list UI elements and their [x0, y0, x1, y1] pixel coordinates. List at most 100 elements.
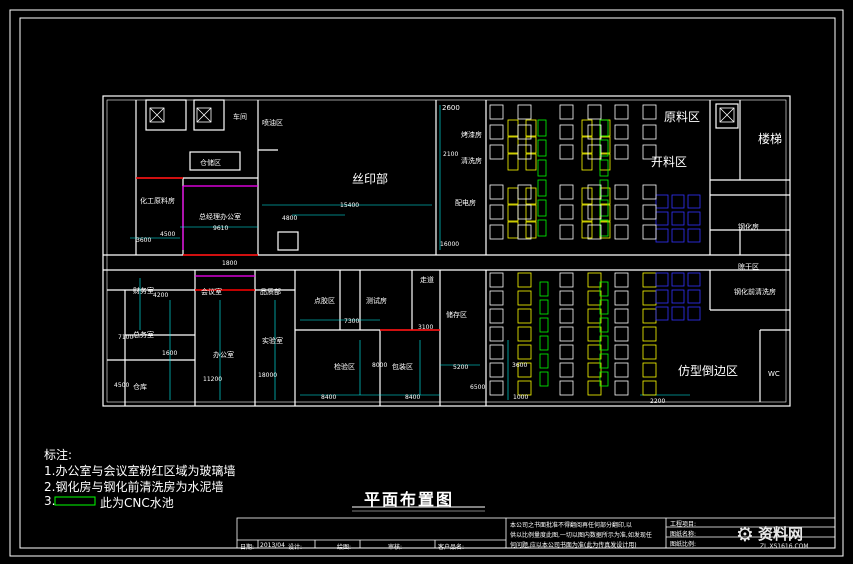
blue-box — [671, 306, 685, 321]
machine-box — [587, 124, 602, 140]
title-block — [236, 517, 836, 549]
machine-box — [614, 184, 629, 200]
machine-box — [587, 380, 602, 396]
machine-box — [642, 308, 657, 324]
machine-box — [517, 144, 532, 160]
machine-box — [614, 362, 629, 378]
cnc-box — [599, 119, 609, 137]
machine-box — [599, 136, 611, 154]
cnc-box — [599, 299, 609, 315]
building-walls — [102, 95, 791, 407]
machine-box — [587, 144, 602, 160]
machine-box — [642, 144, 657, 160]
label-electric: 配电房 — [455, 199, 476, 207]
red-partitions — [136, 177, 440, 331]
machine-box — [614, 124, 629, 140]
machine-box — [517, 272, 532, 288]
machine-box — [587, 326, 602, 342]
machine-box — [489, 308, 504, 324]
machine-box — [559, 326, 574, 342]
label-finance: 财务室 — [133, 287, 154, 295]
label-pack: 包装区 — [392, 363, 413, 371]
cnc-box — [599, 317, 609, 333]
outer-frame — [9, 9, 844, 557]
label-workshop: 车间 — [233, 113, 247, 121]
label-stairs: 楼梯 — [758, 132, 783, 146]
cnc-box — [599, 353, 609, 369]
machine-box — [587, 362, 602, 378]
machine-box — [507, 221, 519, 239]
machine-box — [559, 290, 574, 306]
label-pre-temper-wash: 钢化前清洗房 — [734, 288, 776, 296]
blue-box — [671, 289, 685, 304]
dim-18000: 18000 — [258, 372, 278, 379]
machine-box — [559, 184, 574, 200]
tb-review-label: 审核: — [388, 544, 403, 551]
machine-box — [489, 224, 504, 240]
machine-box — [489, 380, 504, 396]
machine-box — [614, 380, 629, 396]
notes-item-3-prefix: 3. — [44, 494, 56, 508]
blue-grid — [655, 194, 701, 321]
machine-box — [517, 104, 532, 120]
cnc-grid — [537, 119, 609, 387]
machine-box — [489, 290, 504, 306]
machine-box — [642, 326, 657, 342]
machine-box — [489, 124, 504, 140]
label-glue: 点胶区 — [314, 297, 335, 305]
label-test: 测试房 — [366, 297, 387, 305]
machine-box — [559, 380, 574, 396]
tb-draw-label: 绘图: — [337, 544, 352, 551]
equipment-markers — [149, 107, 735, 123]
machine-box — [581, 221, 593, 239]
tb-disclaimer-2: 供以比例量度此图,一切以图内数据所示为准,如发现任 — [510, 532, 652, 539]
cnc-box — [539, 335, 549, 351]
cnc-box — [537, 159, 547, 177]
cnc-box — [537, 119, 547, 137]
blue-box — [655, 211, 669, 226]
machine-box — [489, 362, 504, 378]
cnc-box — [539, 299, 549, 315]
dim-5200: 5200 — [453, 364, 469, 371]
machine-box — [507, 136, 519, 154]
machine-box — [642, 272, 657, 288]
dim-15400: 15400 — [340, 202, 360, 209]
cnc-box — [539, 353, 549, 369]
machine-box — [614, 224, 629, 240]
machine-box — [599, 204, 611, 222]
label-tempering: 钢化房 — [738, 223, 759, 231]
cnc-box — [539, 317, 549, 333]
label-drying: 晾干区 — [738, 263, 759, 271]
machine-box — [581, 204, 593, 222]
machine-box — [581, 187, 593, 205]
machine-box — [614, 290, 629, 306]
machine-box — [517, 224, 532, 240]
machine-box — [559, 224, 574, 240]
machine-box — [614, 344, 629, 360]
machine-box — [489, 272, 504, 288]
tb-design-label: 设计: — [288, 544, 303, 551]
notes-item-1: 1.办公室与会议室粉红区域为玻璃墙 — [44, 464, 236, 478]
blue-box — [687, 194, 701, 209]
dim-11200: 11200 — [203, 376, 223, 383]
machine-box — [517, 124, 532, 140]
machine-box — [559, 308, 574, 324]
notes-item-3-text: 此为CNC水池 — [100, 496, 174, 510]
label-office: 办公室 — [213, 351, 234, 359]
tb-date-label: 日期: — [240, 544, 255, 551]
blue-box — [655, 289, 669, 304]
cnc-box — [599, 199, 609, 217]
machine-box — [489, 344, 504, 360]
cnc-box — [537, 179, 547, 197]
cnc-box — [599, 371, 609, 387]
dim-3100: 3100 — [418, 324, 434, 331]
dim-4800: 4800 — [282, 215, 298, 222]
tb-disclaimer-3: 何问题,应以本公司书面为准(此为传真发设计用) — [510, 542, 637, 549]
dimension-lines — [130, 105, 690, 400]
machine-box — [614, 104, 629, 120]
dim-9610: 9610 — [213, 225, 229, 232]
dim-4500: 4500 — [160, 231, 176, 238]
cnc-box — [537, 219, 547, 237]
machine-box — [517, 344, 532, 360]
tb-disclaimer-1: 本公司之书面批准不得翻阅再任何部分翻印,以 — [510, 522, 632, 529]
